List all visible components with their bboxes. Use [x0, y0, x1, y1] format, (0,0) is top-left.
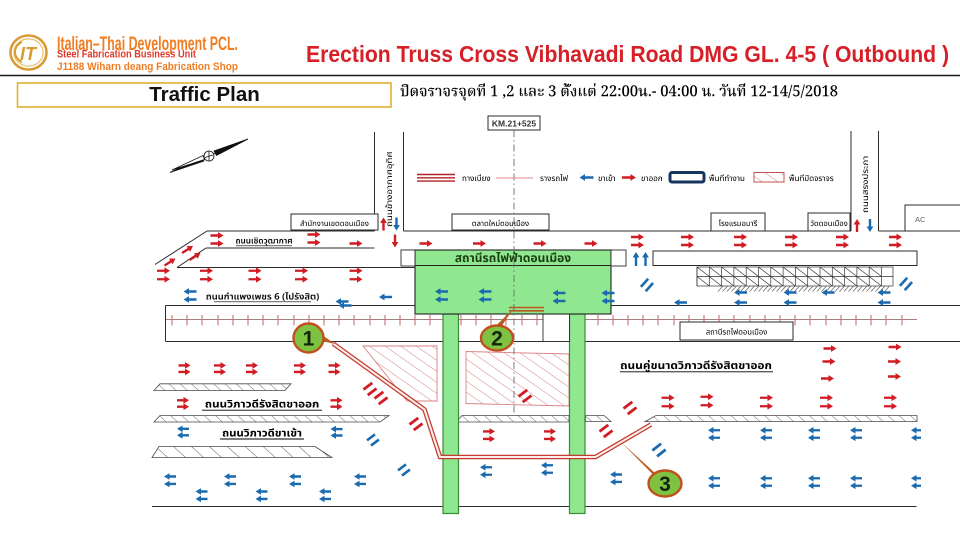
svg-text:J1188 Wiharn deang Fabrication: J1188 Wiharn deang Fabrication Shop — [57, 61, 238, 73]
svg-text:KM.21+525: KM.21+525 — [492, 119, 536, 129]
svg-text:3: 3 — [659, 473, 671, 496]
svg-text:2: 2 — [491, 328, 503, 351]
svg-text:AC: AC — [915, 215, 926, 224]
svg-text:Traffic Plan: Traffic Plan — [149, 83, 260, 106]
svg-text:Erection Truss Cross Vibhavadi: Erection Truss Cross Vibhavadi Road DMG … — [306, 41, 949, 67]
svg-text:Steel Fabrication Business Uni: Steel Fabrication Business Unit — [57, 49, 196, 61]
svg-text:IT: IT — [20, 44, 38, 64]
svg-text:Italian–Thai Development PCL.: Italian–Thai Development PCL. — [57, 33, 238, 55]
svg-text:1: 1 — [303, 328, 315, 351]
